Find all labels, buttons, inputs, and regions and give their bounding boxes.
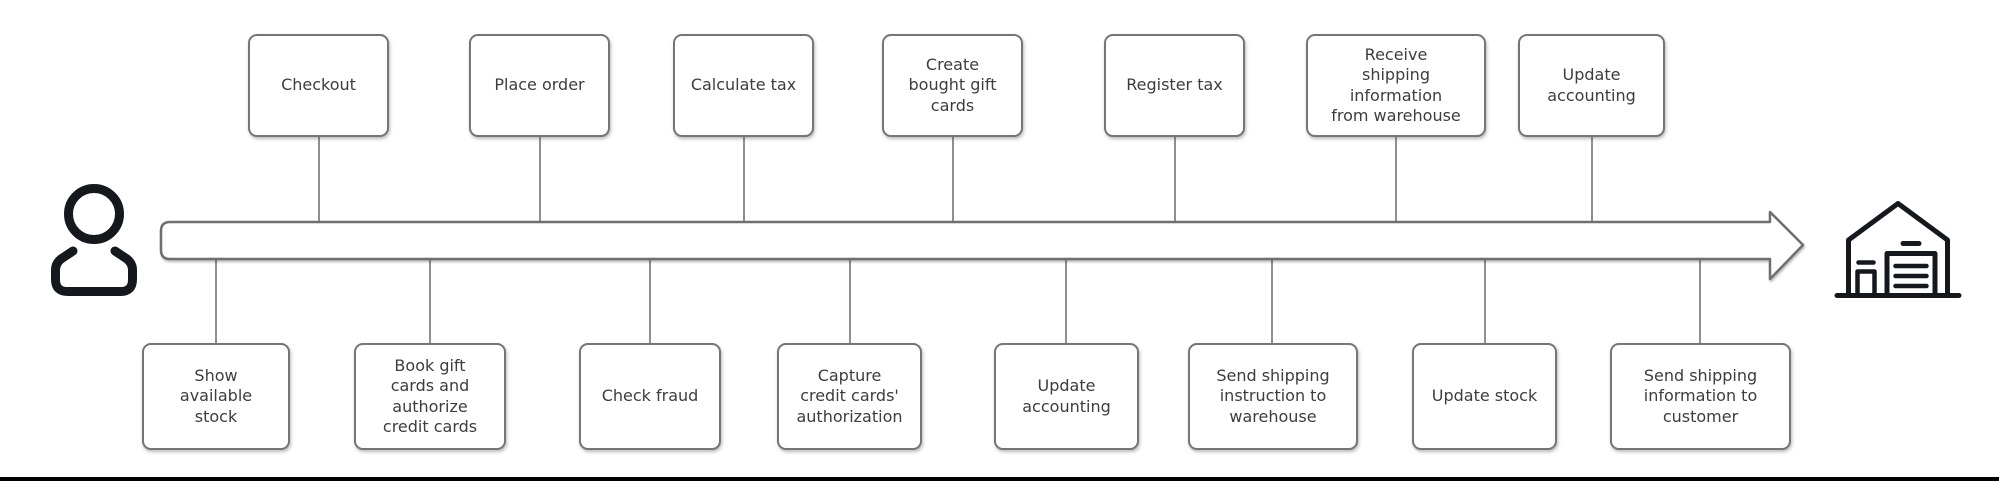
bottom-step-book-gift-cards-and-authorize-credit-cards: Book gift cards and authorize credit car… xyxy=(354,343,506,450)
bottom-step-update-accounting: Update accounting xyxy=(994,343,1139,450)
bottom-step-send-shipping-instruction-to-warehouse: Send shipping instruction to warehouse xyxy=(1188,343,1358,450)
step-label: Send shipping information to customer xyxy=(1643,365,1758,426)
step-label: Calculate tax xyxy=(690,75,797,95)
timeline-arrow xyxy=(159,210,1805,281)
step-label: Create bought gift cards xyxy=(908,54,997,115)
person-icon xyxy=(51,184,137,296)
top-step-checkout: Checkout xyxy=(248,34,389,137)
step-label: Checkout xyxy=(281,75,356,95)
top-step-register-tax: Register tax xyxy=(1104,34,1245,137)
bottom-step-check-fraud: Check fraud xyxy=(579,343,721,450)
bottom-step-send-shipping-information-to-customer: Send shipping information to customer xyxy=(1610,343,1791,450)
step-label: Register tax xyxy=(1126,75,1223,95)
bottom-step-update-stock: Update stock xyxy=(1412,343,1557,450)
step-label: Check fraud xyxy=(601,386,699,406)
step-label: Place order xyxy=(494,75,585,95)
step-label: Update accounting xyxy=(1547,65,1636,105)
step-label: Book gift cards and authorize credit car… xyxy=(382,355,478,436)
top-step-calculate-tax: Calculate tax xyxy=(673,34,814,137)
step-label: Update accounting xyxy=(1022,376,1111,416)
step-label: Update stock xyxy=(1431,386,1538,406)
top-step-update-accounting: Update accounting xyxy=(1518,34,1665,137)
bottom-step-capture-credit-cards-authorization: Capture credit cards' authorization xyxy=(777,343,922,450)
step-label: Send shipping instruction to warehouse xyxy=(1216,365,1330,426)
bottom-step-show-available-stock: Show available stock xyxy=(142,343,290,450)
step-label: Receive shipping information from wareho… xyxy=(1331,44,1461,125)
step-label: Capture credit cards' authorization xyxy=(796,365,903,426)
top-step-receive-shipping-information-from-warehouse: Receive shipping information from wareho… xyxy=(1306,34,1486,137)
bottom-border-bar xyxy=(0,477,1999,481)
top-step-create-bought-gift-cards: Create bought gift cards xyxy=(882,34,1023,137)
warehouse-icon xyxy=(1834,201,1962,298)
step-label: Show available stock xyxy=(179,365,253,426)
top-step-place-order: Place order xyxy=(469,34,610,137)
